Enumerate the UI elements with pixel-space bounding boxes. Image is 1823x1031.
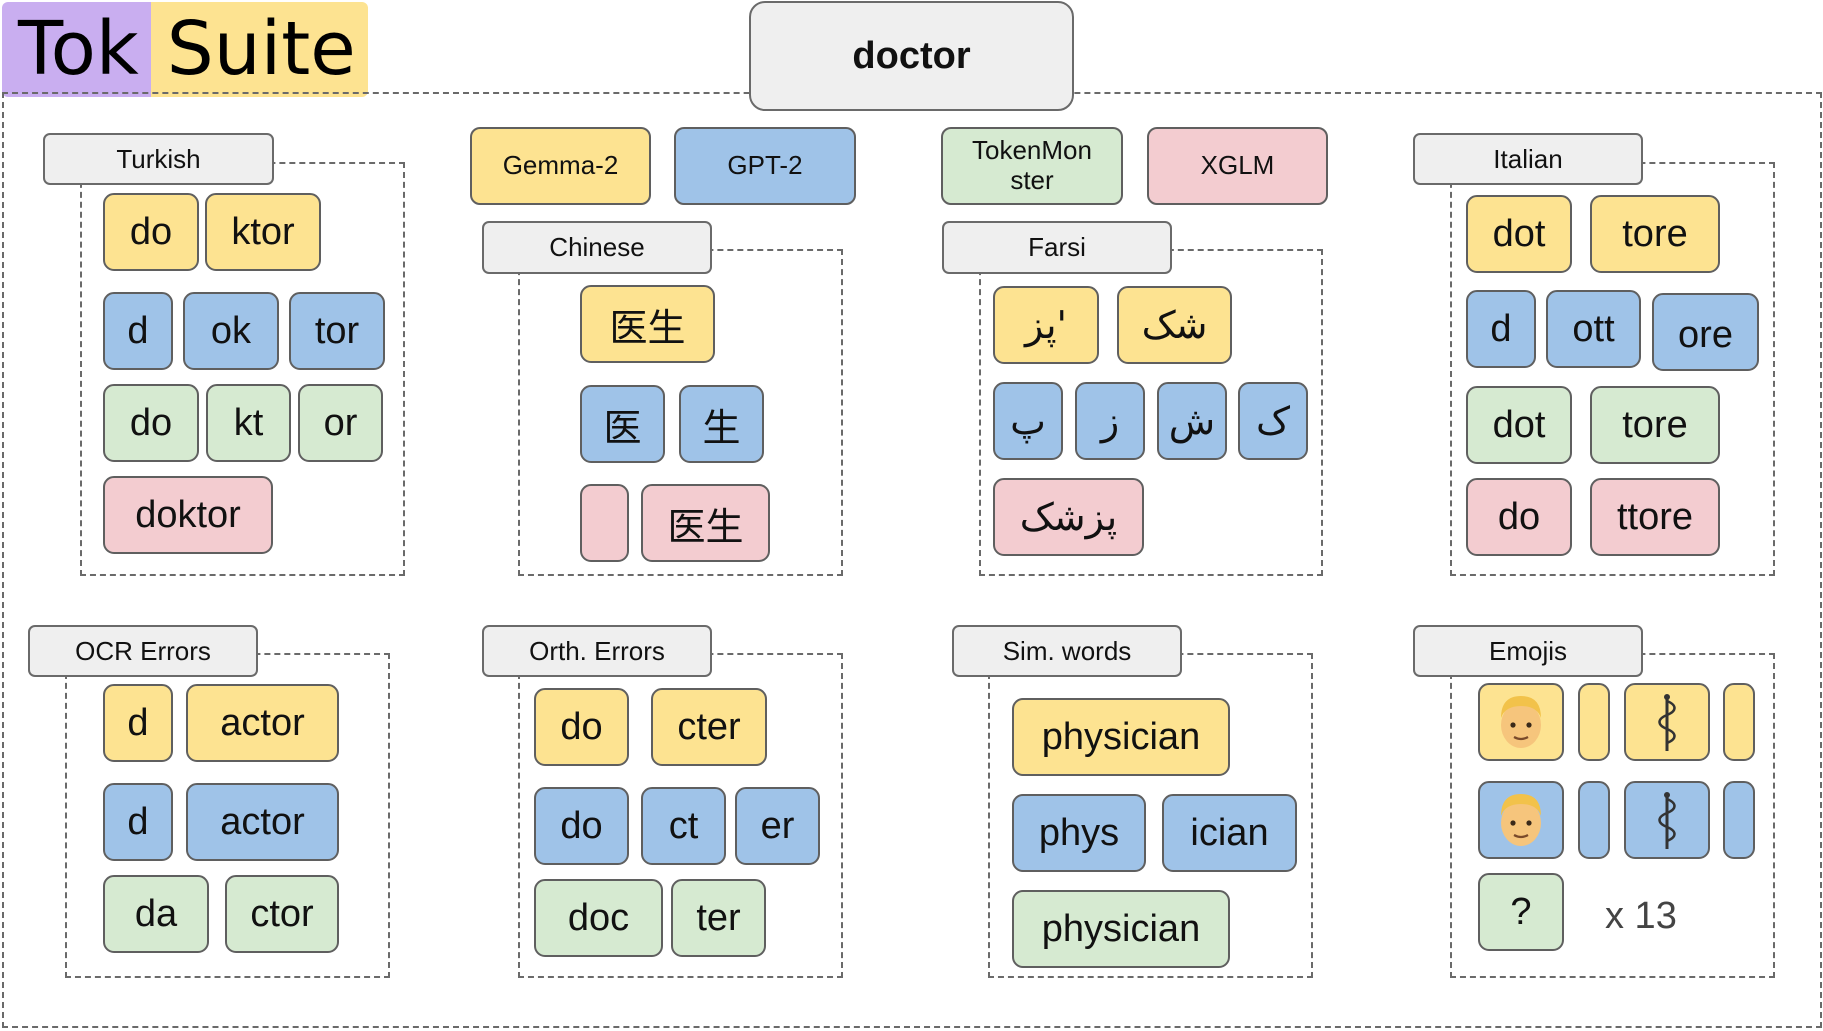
orth-gpt2-token-3: er	[735, 787, 820, 865]
model-tokenmonster: TokenMon ster	[941, 127, 1123, 205]
word-title: doctor	[749, 1, 1074, 111]
chinese-gpt2-token-1: 医	[580, 385, 665, 463]
emoji-repeat-count: x 13	[1605, 895, 1677, 937]
italian-gpt2-token-1: d	[1466, 290, 1536, 368]
farsi-gpt2-token-1: پ	[993, 382, 1063, 460]
ocr-gpt2-token-2: actor	[186, 783, 339, 861]
farsi-xglm-token-1: پزشک	[993, 478, 1144, 556]
model-xglm: XGLM	[1147, 127, 1328, 205]
farsi-gemma-token-2: شک	[1117, 286, 1232, 364]
emoji-tokenmonster-token-unknown: ?	[1478, 873, 1564, 951]
turkish-gpt2-token-2: ok	[183, 292, 279, 370]
man-face-icon	[1501, 696, 1541, 748]
orth-gpt2-token-1: do	[534, 787, 629, 865]
logo-part-tok: Tok	[2, 2, 151, 97]
emojis-label: Emojis	[1413, 625, 1643, 677]
medical-caduceus-icon	[1658, 694, 1676, 751]
turkish-tokenmonster-token-2: kt	[206, 384, 291, 462]
emoji-gpt2-token-man	[1478, 781, 1564, 859]
ocr-tokenmonster-token-2: ctor	[225, 875, 339, 953]
emoji-gpt2-token-blank-1	[1578, 781, 1610, 859]
emoji-gpt2-token-blank-2	[1723, 781, 1755, 859]
chinese-label: Chinese	[482, 221, 712, 274]
ocr-tokenmonster-token-1: da	[103, 875, 209, 953]
orth-gemma-token-1: do	[534, 688, 629, 766]
model-gemma-2: Gemma-2	[470, 127, 651, 205]
turkish-gpt2-token-1: d	[103, 292, 173, 370]
chinese-gemma-token-1: 医生	[580, 285, 715, 363]
italian-xglm-token-1: do	[1466, 478, 1572, 556]
medical-caduceus-icon	[1658, 792, 1676, 849]
italian-xglm-token-2: ttore	[1590, 478, 1720, 556]
ocr-gemma-token-1: d	[103, 684, 173, 762]
emoji-gemma-token-man	[1478, 683, 1564, 761]
farsi-gpt2-token-3: ش	[1157, 382, 1227, 460]
chinese-xglm-token-1	[580, 484, 629, 562]
turkish-tokenmonster-token-1: do	[103, 384, 199, 462]
italian-gemma-token-2: tore	[1590, 195, 1720, 273]
toksuite-logo: Tok Suite	[2, 2, 368, 97]
ocr-errors-label: OCR Errors	[28, 625, 258, 677]
emoji-gemma-token-blank-2	[1723, 683, 1755, 761]
turkish-tokenmonster-token-3: or	[298, 384, 383, 462]
chinese-gpt2-token-2: 生	[679, 385, 764, 463]
orth-gpt2-token-2: ct	[641, 787, 726, 865]
sim-gpt2-token-2: ician	[1162, 794, 1297, 872]
emoji-gemma-token-blank-1	[1578, 683, 1610, 761]
turkish-label: Turkish	[43, 133, 274, 185]
turkish-xglm-token-1: doktor	[103, 476, 273, 554]
model-gpt-2: GPT-2	[674, 127, 856, 205]
farsi-gpt2-token-4: ک	[1238, 382, 1308, 460]
turkish-gpt2-token-3: tor	[289, 292, 385, 370]
italian-gpt2-token-2: ott	[1546, 290, 1641, 368]
man-face-icon	[1501, 794, 1541, 846]
similar-words-label: Sim. words	[952, 625, 1182, 677]
farsi-gemma-token-1: پز'	[993, 286, 1099, 364]
orth-tokenmonster-token-2: ter	[671, 879, 766, 957]
logo-part-suite: Suite	[150, 2, 368, 97]
sim-gpt2-token-1: phys	[1012, 794, 1146, 872]
italian-label: Italian	[1413, 133, 1643, 185]
ocr-gpt2-token-1: d	[103, 783, 173, 861]
italian-gemma-token-1: dot	[1466, 195, 1572, 273]
sim-tokenmonster-token-1: physician	[1012, 890, 1230, 968]
chinese-xglm-token-2: 医生	[641, 484, 770, 562]
orth-tokenmonster-token-1: doc	[534, 879, 663, 957]
sim-gemma-token-1: physician	[1012, 698, 1230, 776]
orth-gemma-token-2: cter	[651, 688, 767, 766]
italian-gpt2-token-3: ore	[1652, 293, 1759, 371]
turkish-gemma-token-2: ktor	[205, 193, 321, 271]
italian-tokenmonster-token-1: dot	[1466, 386, 1572, 464]
ocr-gemma-token-2: actor	[186, 684, 339, 762]
emoji-gpt2-token-caduceus	[1624, 781, 1710, 859]
italian-tokenmonster-token-2: tore	[1590, 386, 1720, 464]
farsi-gpt2-token-2: ز	[1075, 382, 1145, 460]
farsi-label: Farsi	[942, 221, 1172, 274]
turkish-gemma-token-1: do	[103, 193, 199, 271]
emoji-gemma-token-caduceus	[1624, 683, 1710, 761]
orth-errors-label: Orth. Errors	[482, 625, 712, 677]
